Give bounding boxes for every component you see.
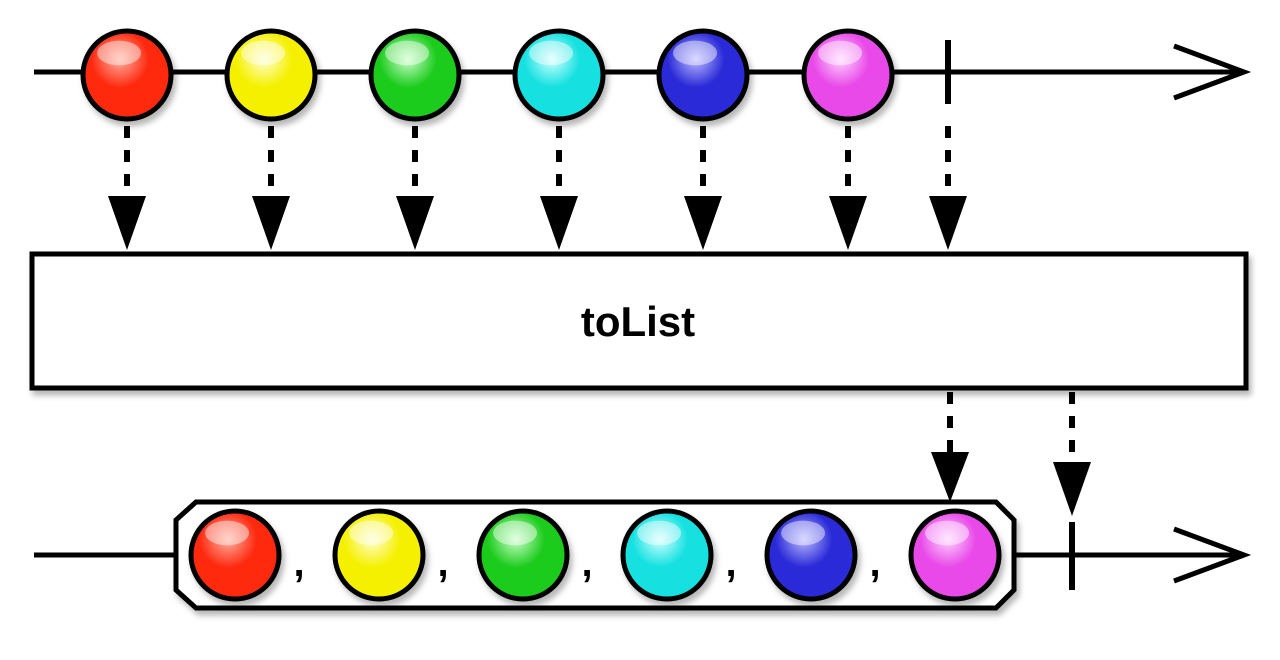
source-marble-magenta xyxy=(801,28,895,122)
output-arrow-list xyxy=(931,392,969,502)
input-arrow-cyan xyxy=(540,126,578,250)
input-arrow-red xyxy=(108,126,146,250)
list-separator: , xyxy=(437,541,448,585)
source-marble-red xyxy=(80,28,174,122)
list-marble-red xyxy=(188,508,282,602)
list-separator: , xyxy=(581,541,592,585)
input-arrow-blue xyxy=(684,126,722,250)
list-marble-green xyxy=(476,508,570,602)
source-timeline xyxy=(34,40,1252,104)
input-arrow-yellow xyxy=(252,126,290,250)
list-marble-blue xyxy=(764,508,858,602)
list-separator: , xyxy=(293,541,304,585)
operator-box-rect xyxy=(29,251,1249,391)
source-marble-yellow xyxy=(224,28,318,122)
source-marble-cyan xyxy=(512,28,606,122)
list-separator: , xyxy=(869,541,880,585)
output-arrow-completion xyxy=(1053,392,1091,516)
source-marble-green xyxy=(368,28,462,122)
output-arrows xyxy=(931,392,1091,516)
list-marble-magenta xyxy=(908,508,1002,602)
list-marbles: ,,,,, xyxy=(188,508,1002,602)
operator-box: toList xyxy=(29,251,1249,391)
source-timeline-arrowhead xyxy=(1173,43,1252,101)
input-arrow-magenta xyxy=(829,126,867,250)
list-separator: , xyxy=(725,541,736,585)
list-marble-cyan xyxy=(620,508,714,602)
source-marbles xyxy=(80,28,895,122)
source-marble-blue xyxy=(656,28,750,122)
input-arrow-green xyxy=(396,126,434,250)
input-arrows xyxy=(108,126,967,250)
input-arrow-completion xyxy=(929,126,967,250)
result-timeline-arrowhead xyxy=(1173,526,1252,584)
operator-label: toList xyxy=(581,298,695,345)
list-marble-yellow xyxy=(332,508,426,602)
